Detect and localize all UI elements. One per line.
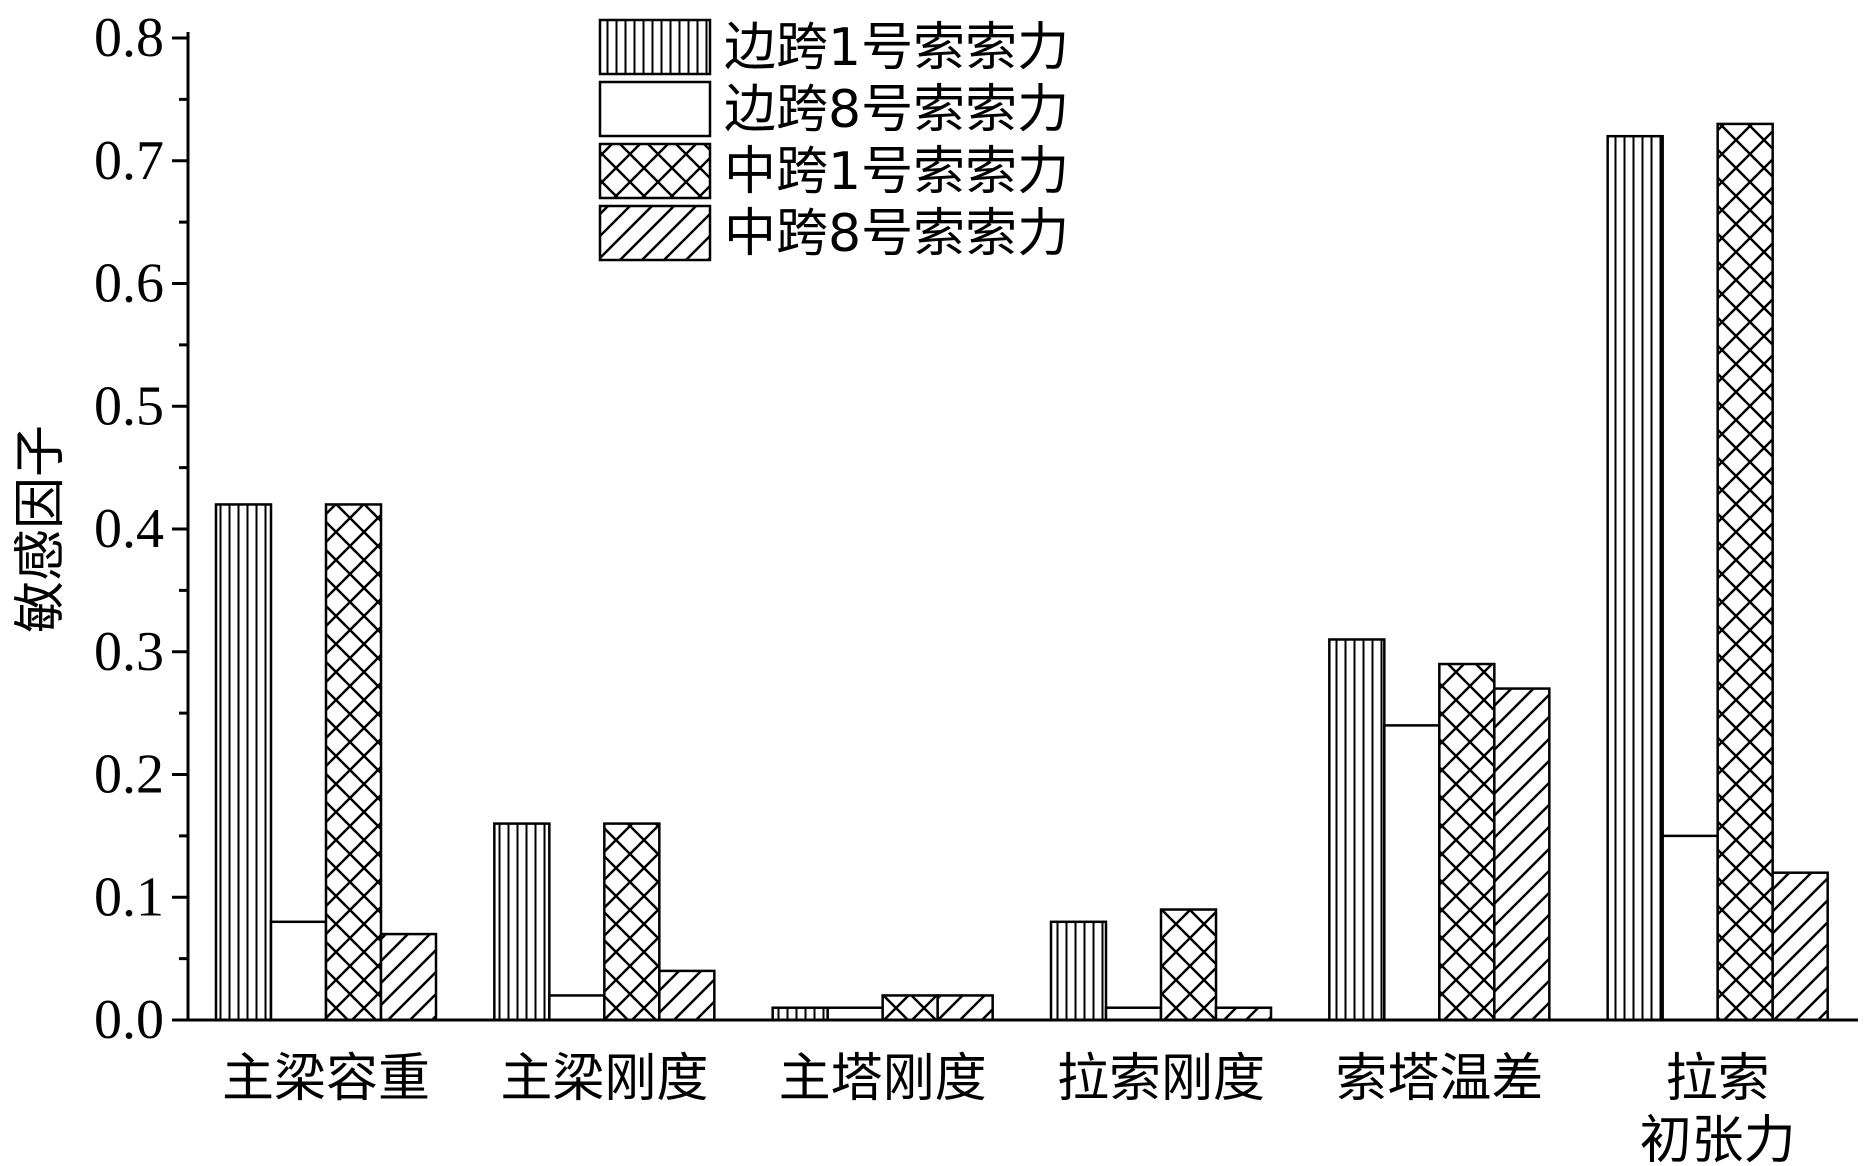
y-tick-label: 0.5 [94,375,164,437]
bar-4-3 [936,994,994,1022]
bar-4-2 [658,969,716,1022]
y-tick-label: 0.1 [94,866,164,928]
x-category-label: 初张力 [1640,1111,1796,1166]
y-tick-label: 0.4 [94,498,164,560]
x-category-label: 主梁刚度 [500,1049,708,1109]
bar-2-2 [548,994,606,1022]
bar-1-6 [1606,134,1664,1022]
y-tick-label: 0.7 [94,130,164,192]
bar-3-4 [1159,908,1218,1022]
legend-label-4: 中跨8号索索力 [724,204,1069,264]
legend-swatch-1 [598,18,712,76]
bar-4-6 [1771,871,1829,1022]
legend-label-1: 边跨1号索索力 [724,18,1069,78]
bar-1-2 [493,822,551,1022]
x-category-label: 主塔刚度 [779,1049,987,1109]
bar-1-4 [1049,920,1108,1022]
y-tick-label: 0.2 [94,744,164,806]
x-category-label: 主梁容重 [222,1049,430,1109]
bar-3-3 [881,994,939,1022]
y-tick-label: 0.3 [94,621,164,683]
bar-2-4 [1104,1006,1163,1022]
x-category-label: 拉索 [1666,1049,1770,1109]
legend-label-2: 边跨8号索索力 [724,80,1069,140]
y-tick-label: 0.8 [94,7,164,69]
bar-4-4 [1214,1006,1273,1022]
y-tick-label: 0.0 [94,989,164,1051]
bar-3-6 [1716,122,1774,1022]
x-category-label: 索塔温差 [1335,1049,1543,1109]
bar-3-1 [324,503,383,1022]
bar-1-3 [771,1006,829,1022]
legend-label-3: 中跨1号索索力 [724,142,1069,202]
legend-swatch-2 [598,80,712,138]
axes [172,32,1858,1022]
bar-1-5 [1328,638,1386,1022]
legend-swatch-4 [598,204,712,262]
x-category-label: 拉索刚度 [1057,1049,1265,1109]
legend-swatch-3 [598,142,712,200]
bar-2-3 [826,1006,884,1022]
bar-1-1 [214,503,273,1022]
bar-4-1 [379,932,438,1022]
bar-2-6 [1661,834,1719,1022]
y-tick-label: 0.6 [94,253,164,315]
bar-4-5 [1493,687,1551,1022]
bars [214,122,1829,1022]
bar-2-5 [1383,724,1441,1022]
bar-3-5 [1438,662,1496,1022]
bar-2-1 [269,920,328,1022]
y-axis-title: 敏感因子 [11,425,71,633]
bar-3-2 [603,822,661,1022]
